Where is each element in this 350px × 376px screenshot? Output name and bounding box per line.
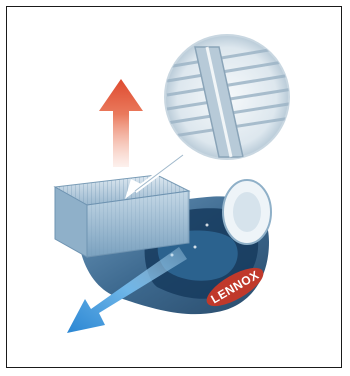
hot-air-up-arrow-icon bbox=[99, 79, 143, 167]
magnifier-loupe bbox=[165, 35, 297, 159]
image-frame: LENNOX bbox=[6, 6, 342, 368]
heat-exchanger-coil bbox=[55, 175, 189, 257]
heat-exchanger-illustration: LENNOX bbox=[7, 7, 341, 367]
